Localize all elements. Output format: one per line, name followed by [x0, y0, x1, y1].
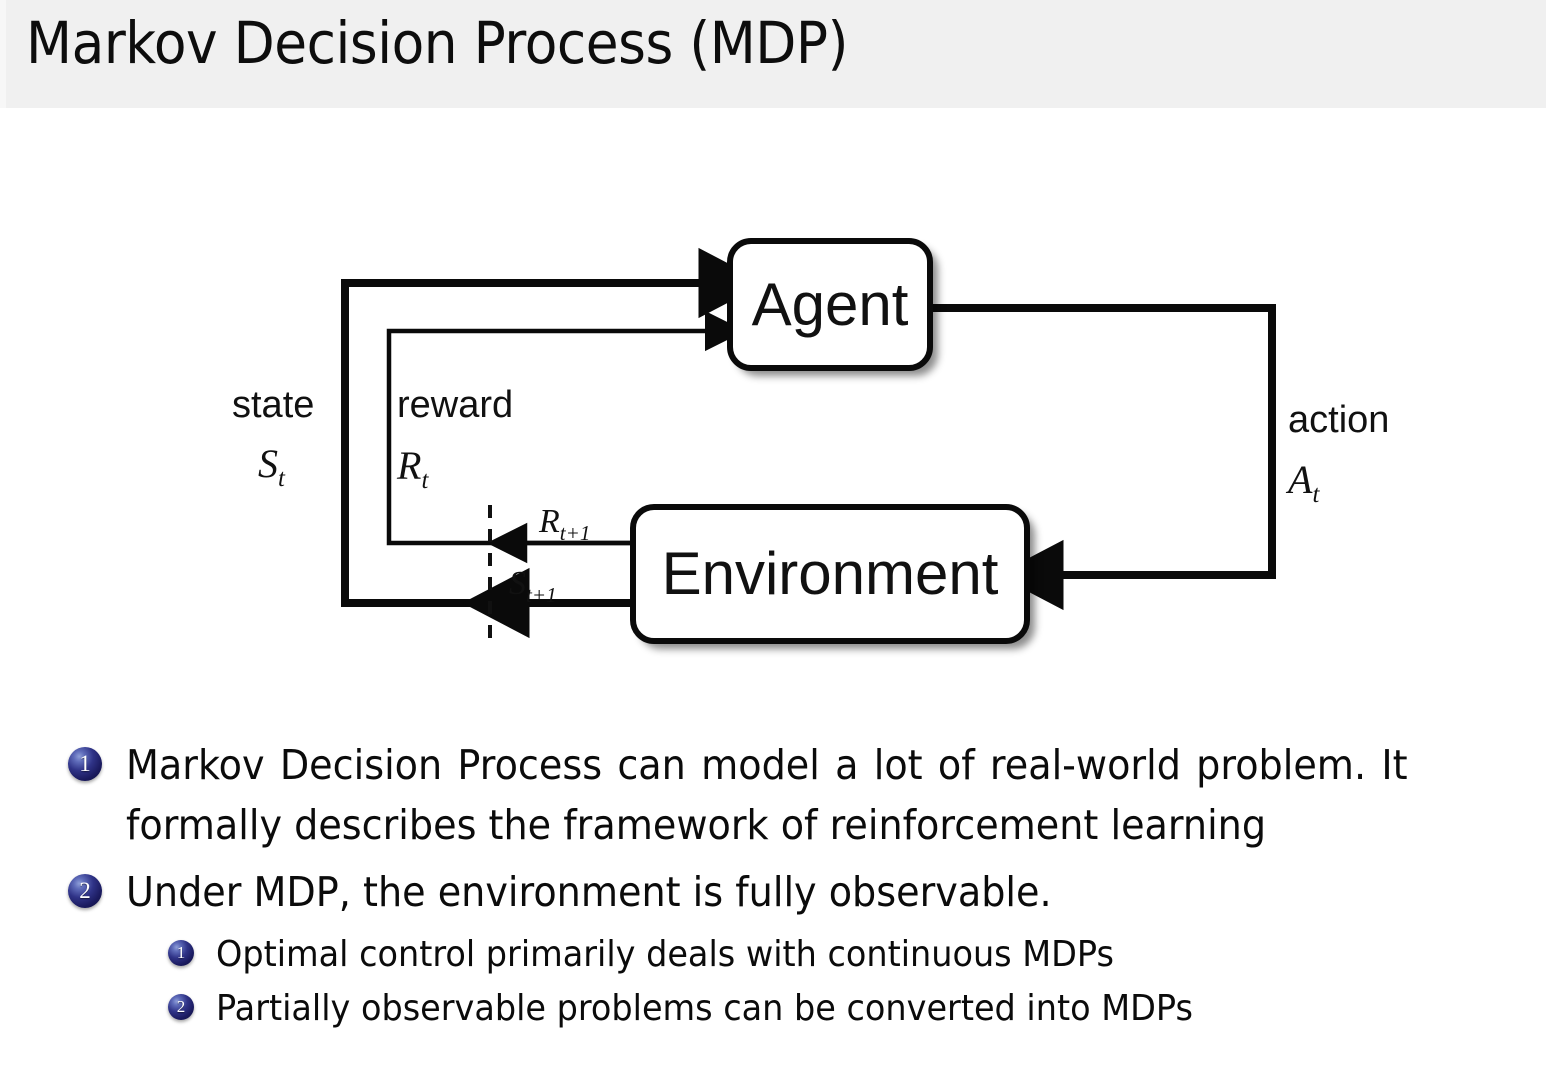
label-reward-symbol: Rt	[397, 443, 429, 494]
slide-header: Markov Decision Process (MDP)	[0, 0, 1546, 108]
label-action: action	[1288, 399, 1390, 441]
bullet-marker-2: 2	[68, 873, 102, 908]
reward-feedback-path	[386, 310, 746, 564]
label-reward-next-symbol: Rt+1	[539, 503, 591, 545]
bullet-marker-1: 1	[68, 747, 102, 781]
label-state: state	[232, 384, 315, 426]
list-item-text: Markov Decision Process can model a lot …	[126, 741, 1408, 850]
diagram-node-agent: Agent	[727, 238, 933, 371]
label-action-symbol: At	[1288, 457, 1320, 508]
sub-list-item: 2 Partially observable problems can be c…	[0, 982, 1546, 1036]
sub-bullet-marker-2: 2	[168, 993, 194, 1020]
diagram-node-environment-label: Environment	[661, 540, 999, 607]
sub-list-item-text: Partially observable problems can be con…	[216, 987, 1193, 1029]
sub-bullet-marker-1: 1	[168, 939, 194, 966]
list-item: 1 Markov Decision Process can model a lo…	[0, 735, 1546, 856]
label-state-next-symbol: St+1	[509, 565, 557, 607]
diagram-connectors	[341, 247, 1276, 645]
diagram-node-agent-label: Agent	[751, 270, 909, 338]
sub-list-item: 1 Optimal control primarily deals with c…	[0, 928, 1546, 982]
bullet-list: 1 Markov Decision Process can model a lo…	[0, 735, 1546, 1036]
mdp-diagram: Agent Environment state St reward Rt act…	[0, 120, 1546, 700]
page-title: Markov Decision Process (MDP)	[26, 9, 848, 77]
list-item: 2 Under MDP, the environment is fully ob…	[0, 862, 1546, 922]
action-path	[933, 304, 1276, 611]
diagram-node-environment: Environment	[630, 504, 1030, 644]
sub-list-item-text: Optimal control primarily deals with con…	[216, 933, 1114, 975]
label-reward: reward	[397, 384, 514, 426]
list-item-text: Under MDP, the environment is fully obse…	[126, 867, 1052, 916]
label-state-symbol: St	[258, 441, 285, 492]
state-feedback-path	[341, 247, 766, 639]
